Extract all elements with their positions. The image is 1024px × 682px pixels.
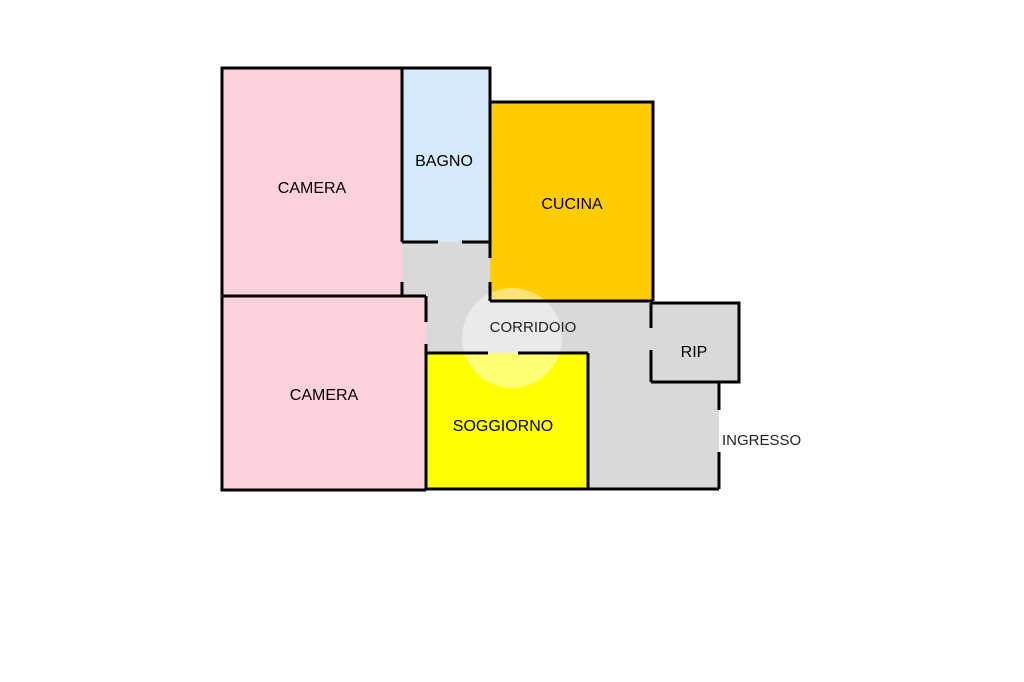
room-camera-top-area: [222, 68, 402, 296]
room-label-camera-top: CAMERA: [278, 180, 347, 197]
room-label-corridoio: CORRIDOIO: [490, 319, 577, 336]
room-camera-bottom-area: [222, 296, 426, 490]
room-soggiorno-area: [426, 353, 588, 489]
walls: [220, 66, 741, 492]
room-bagno-area: [402, 68, 490, 242]
room-label-cucina: CUCINA: [541, 196, 603, 213]
room-label-rip: RIP: [681, 344, 708, 361]
room-cucina-area: [490, 102, 653, 301]
room-label-ingresso: INGRESSO: [722, 432, 801, 449]
room-label-bagno: BAGNO: [415, 153, 473, 170]
watermark-logo: [462, 288, 562, 388]
room-label-soggiorno: SOGGIORNO: [453, 418, 553, 435]
room-corridoio-area: [402, 242, 719, 489]
room-label-camera-bottom: CAMERA: [290, 387, 359, 404]
room-rip-area: [651, 303, 739, 382]
